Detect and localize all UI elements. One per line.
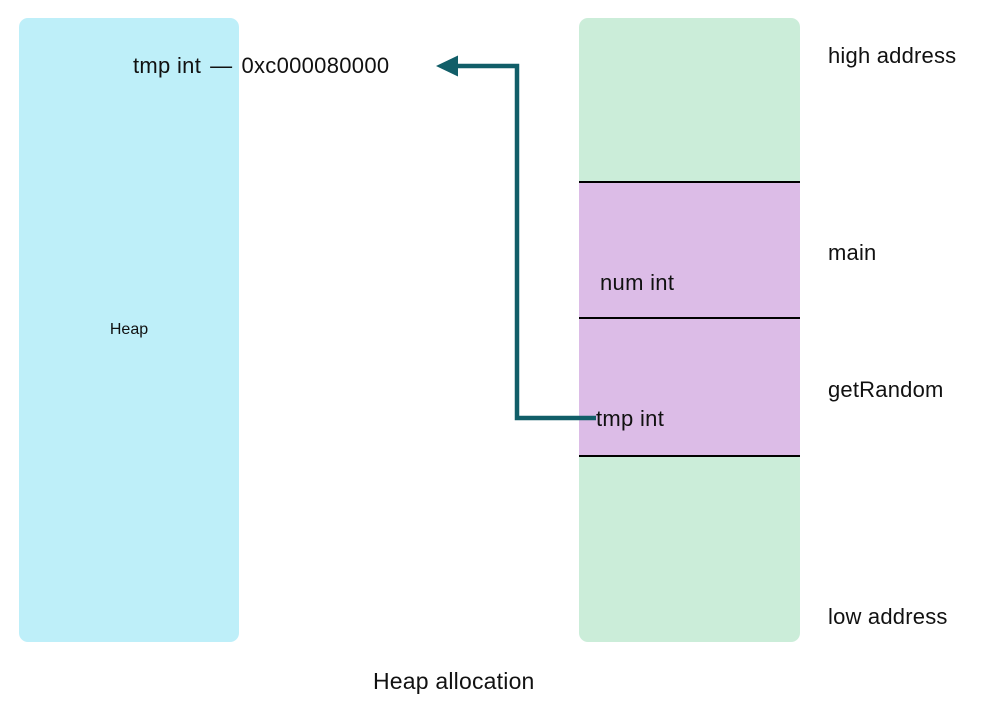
heap-label: Heap — [109, 321, 149, 338]
pointer-separator-dash: — — [210, 53, 233, 78]
heap-block: Heap — [19, 18, 239, 642]
tmp-int-variable-label: tmp int — [596, 406, 665, 431]
pointer-arrow-head-icon — [436, 55, 458, 77]
low-address-label: low address — [828, 604, 948, 629]
diagram-caption: Heap allocation — [373, 668, 535, 694]
main-function-label: main — [828, 240, 877, 265]
stack-segment-free-low — [579, 455, 800, 642]
stack-segment-free-high — [579, 18, 800, 181]
pointer-address-value: 0xc000080000 — [241, 53, 390, 78]
stack-segment-main-frame — [579, 181, 800, 317]
stack-segment-getrandom-frame — [579, 317, 800, 455]
stack-block — [579, 18, 800, 642]
high-address-label: high address — [828, 43, 957, 68]
pointer-arrow-line — [454, 63, 596, 421]
heap-pointer-label: tmp int — 0xc000080000 — [133, 53, 389, 79]
num-int-variable-label: num int — [600, 270, 675, 295]
pointer-variable-name: tmp int — [133, 53, 202, 78]
getrandom-function-label: getRandom — [828, 377, 944, 402]
